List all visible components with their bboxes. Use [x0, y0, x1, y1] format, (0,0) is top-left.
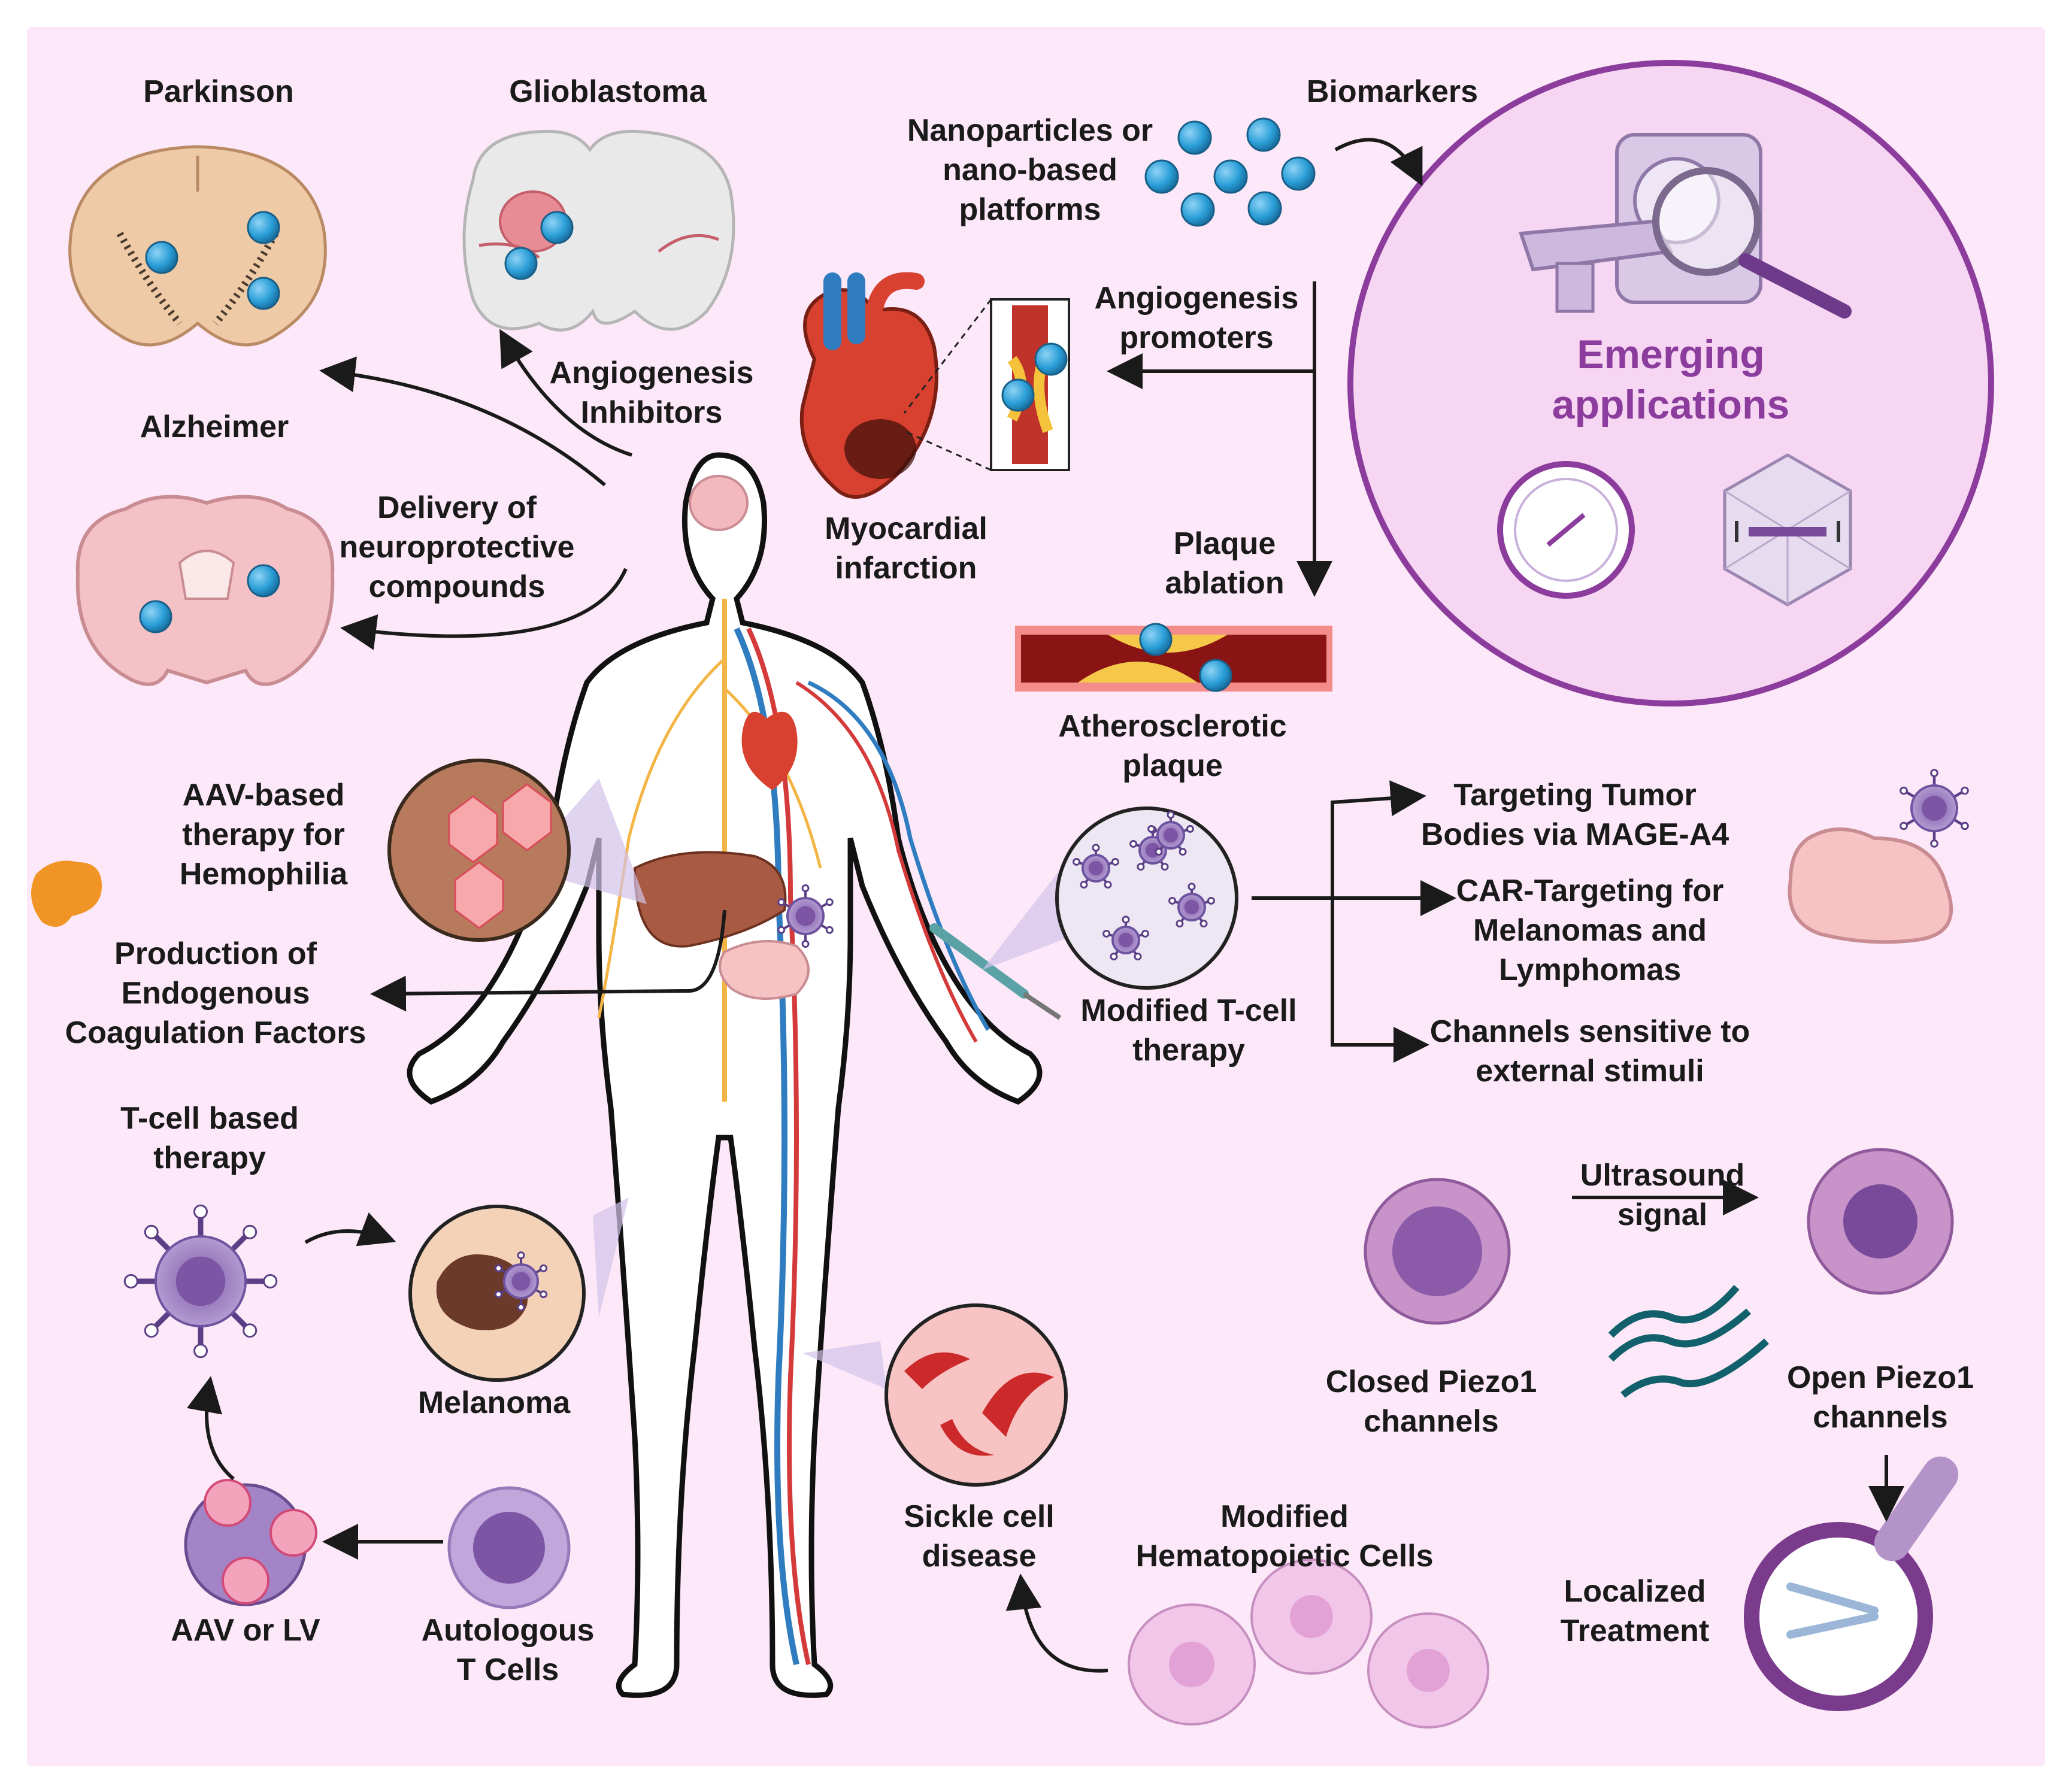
label-emerging-applications: Emerging applications [1552, 332, 1790, 427]
open-piezo-channel [1807, 1148, 1954, 1295]
aav-infected-cell [184, 1479, 317, 1606]
tcell-zoom-circle [982, 806, 1238, 990]
label-alzheimer: Alzheimer [140, 410, 289, 444]
tcell-icon [1102, 915, 1149, 961]
arrow-to-channels [1331, 898, 1429, 1063]
label-hematopoietic: Modified Hematopoietic Cells [1135, 1499, 1434, 1573]
tcell-icon [1147, 811, 1194, 856]
nanoparticle-marker [504, 247, 538, 280]
label-aav-hemophilia: AAV-based therapy for Hemophilia [179, 778, 348, 892]
arrow-to-sickle [1005, 1573, 1108, 1673]
label-nanoparticles: Nanoparticles or nano-based platforms [907, 113, 1153, 227]
label-sickle: Sickle cell disease [904, 1499, 1055, 1573]
nanoparticle-marker [139, 600, 172, 633]
label-open-piezo: Open Piezo1 channels [1786, 1360, 1974, 1435]
nanoparticle-marker [1034, 342, 1068, 376]
nanoparticle-marker [145, 241, 178, 274]
nanoparticle-marker [1139, 623, 1173, 656]
label-modified-tcell: Modified T-cell therapy [1080, 993, 1297, 1068]
nanoparticle-marker [1199, 659, 1232, 692]
magnifier-icon [1652, 167, 1852, 319]
label-aav-lv: AAV or LV [171, 1613, 320, 1648]
autologous-tcell [447, 1486, 571, 1609]
label-parkinson: Parkinson [143, 74, 294, 109]
liposome-icon [1497, 461, 1635, 599]
nanoparticle [1180, 192, 1215, 227]
label-localized: Localized Treatment [1560, 1574, 1710, 1648]
nanoparticle [1247, 191, 1282, 226]
aav-zoom-circle [387, 759, 647, 942]
nanoparticle-marker [1001, 378, 1035, 412]
label-channels-sensitive: Channels sensitive to external stimuli [1429, 1014, 1750, 1088]
nanoparticle [1246, 117, 1281, 152]
tcell-icon [1900, 769, 1969, 848]
heart-illustration [799, 272, 938, 499]
label-angiogenesis-promoters: Angiogenesis promoters [1094, 281, 1299, 355]
arrows [186, 138, 1904, 1673]
nanoparticle-marker [540, 211, 574, 244]
tcell-icon [123, 1204, 278, 1359]
arrow-to-alzheimer [340, 568, 628, 650]
label-plaque-ablation: Plaque ablation [1165, 526, 1285, 601]
tumor-tissue-icon [1788, 827, 1953, 944]
nanoparticle-marker [247, 564, 280, 598]
label-closed-piezo: Closed Piezo1 channels [1325, 1365, 1537, 1439]
arrow-to-coagulation [370, 909, 726, 1012]
label-angiogenesis-inhibitors: Angiogenesis Inhibitors [549, 356, 754, 430]
tcell-icon [494, 1251, 548, 1311]
tcell-icon [1073, 844, 1119, 889]
label-melanoma: Melanoma [417, 1385, 571, 1420]
closed-piezo-channel [1364, 1178, 1511, 1325]
arrow-to-tcell-based [186, 1376, 235, 1481]
tcell-icon [777, 884, 834, 948]
label-atherosclerotic: Atherosclerotic plaque [1058, 709, 1287, 783]
label-delivery: Delivery of neuroprotective compounds [339, 490, 575, 604]
tcell-layer [123, 769, 1969, 1359]
nanoparticle [1177, 120, 1212, 155]
arrow-to-glioblastoma [499, 329, 632, 457]
label-coagulation: Production of Endogenous Coagulation Fac… [65, 936, 366, 1050]
label-biomarkers: Biomarkers [1306, 74, 1479, 109]
ultrasound-waves-icon [1608, 1285, 1769, 1398]
nanoparticle-cluster [1144, 117, 1316, 227]
arrow-to-melanoma [304, 1212, 396, 1247]
label-autologous: Autologous T Cells [421, 1613, 595, 1687]
label-myocardial: Myocardial infarction [825, 511, 987, 586]
tcell-icon [1168, 883, 1215, 928]
label-targeting-tumor: Targeting Tumor Bodies via MAGE-A4 [1420, 778, 1729, 852]
alzheimer-brain-slice [75, 495, 335, 686]
atherosclerotic-vessel [1015, 626, 1332, 692]
label-glioblastoma: Glioblastoma [509, 74, 707, 109]
sickle-cell-zoom-circle [802, 1303, 1068, 1487]
hematopoietic-cells [1128, 1558, 1489, 1729]
liver-fragment-icon [31, 860, 102, 927]
nanoparticle-marker [247, 277, 280, 310]
nanoparticle-markers [139, 211, 1232, 692]
nanoparticle [1144, 159, 1179, 194]
parkinson-brain-slice [68, 145, 327, 347]
label-car-targeting: CAR-Targeting for Melanomas and Lymphoma… [1456, 874, 1724, 987]
label-tcell-based: T-cell based therapy [120, 1101, 299, 1175]
glioblastoma-brain-slice [462, 129, 735, 332]
nanoparticle [1213, 159, 1248, 194]
nanoparticle [1281, 156, 1316, 191]
arrow-to-biomarkers [1334, 138, 1423, 186]
localized-treatment-lens [1744, 1456, 1959, 1711]
syringe-icon [929, 923, 1062, 1020]
arrow-to-parkinson [319, 356, 606, 487]
nanoparticle-marker [247, 211, 280, 244]
label-ultrasound: Ultrasound signal [1580, 1158, 1745, 1232]
viral-capsid-icon [1723, 453, 1852, 607]
human-body-outline [407, 452, 1043, 1698]
emerging-applications-circle [1347, 60, 1994, 707]
